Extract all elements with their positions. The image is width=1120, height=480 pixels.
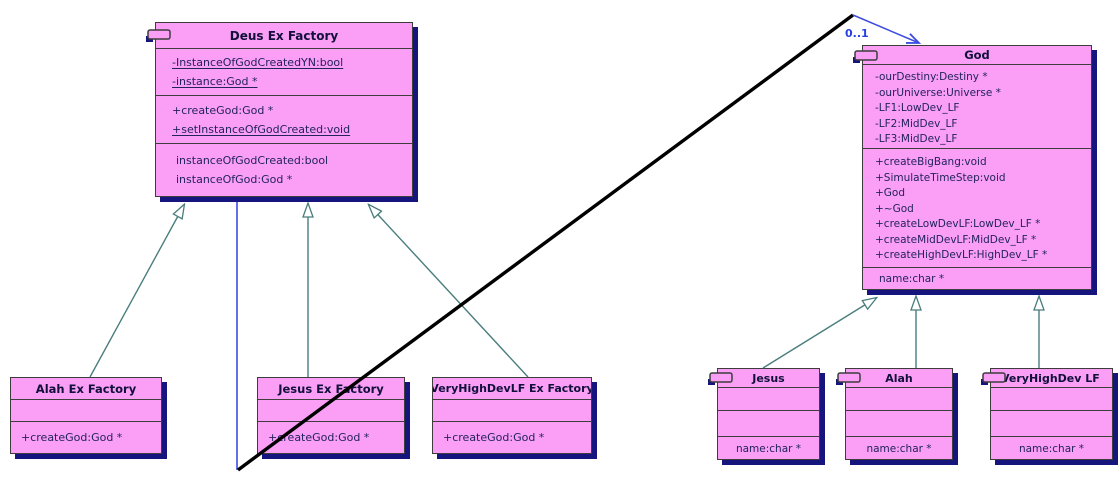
- properties-compartment: name:char *: [718, 437, 819, 458]
- attributes-compartment: [11, 400, 161, 422]
- methods-compartment: [846, 411, 952, 437]
- attribute: -LF3:MidDev_LF: [875, 133, 958, 145]
- method: +createGod:God *: [21, 431, 123, 444]
- property: instanceOfGod:God *: [176, 173, 293, 186]
- properties-compartment: name:char *: [846, 437, 952, 458]
- method: +SimulateTimeStep:void: [875, 171, 1006, 184]
- class-alah[interactable]: Alah name:char *: [836, 368, 953, 460]
- attributes-compartment: [718, 388, 819, 411]
- method: +~God: [875, 202, 914, 215]
- properties-compartment: instanceOfGodCreated:bool instanceOfGod:…: [156, 144, 412, 198]
- class-title: Alah: [846, 369, 952, 388]
- class-icon: [143, 28, 173, 44]
- class-deus-ex-factory[interactable]: Deus Ex Factory -InstanceOfGodCreatedYN:…: [146, 22, 413, 198]
- class-title: VeryHighDev LF: [991, 369, 1112, 388]
- class-icon: [850, 49, 880, 65]
- property: instanceOfGodCreated:bool: [176, 154, 329, 167]
- class-veryhighdevlf-ex-factory[interactable]: VeryHighDevLF Ex Factory +createGod:God …: [432, 377, 592, 454]
- property: name:char *: [735, 443, 802, 455]
- class-god[interactable]: God -ourDestiny:Destiny * -ourUniverse:U…: [853, 45, 1092, 290]
- method: +createBigBang:void: [875, 156, 987, 168]
- method: +createHighDevLF:HighDev_LF *: [875, 249, 1048, 261]
- methods-compartment: [991, 411, 1112, 437]
- properties-compartment: name:char *: [991, 437, 1112, 458]
- class-icon: [978, 371, 1008, 387]
- method: +createGod:God *: [172, 104, 274, 117]
- attribute: -LF2:MidDev_LF: [875, 117, 958, 130]
- class-alah-ex-factory[interactable]: Alah Ex Factory +createGod:God *: [10, 377, 162, 454]
- method: +God: [875, 187, 906, 199]
- attributes-compartment: [991, 388, 1112, 411]
- class-jesus-ex-factory[interactable]: Jesus Ex Factory +createGod:God *: [257, 377, 405, 454]
- attributes-compartment: [258, 400, 404, 422]
- association-multiplicity-label: 0..1: [845, 27, 869, 40]
- methods-compartment: +createGod:God *: [11, 422, 161, 453]
- method: +createGod:God *: [268, 431, 370, 444]
- property: name:char *: [866, 443, 932, 455]
- property: name:char *: [879, 273, 945, 285]
- attributes-compartment: [846, 388, 952, 411]
- attributes-compartment: -ourDestiny:Destiny * -ourUniverse:Unive…: [863, 65, 1091, 149]
- attribute: -InstanceOfGodCreatedYN:bool: [172, 56, 344, 69]
- attributes-compartment: -InstanceOfGodCreatedYN:bool -instance:G…: [156, 49, 412, 96]
- inheritance-alahfactory-to-deus[interactable]: [89, 205, 184, 378]
- class-veryhighdev-lf[interactable]: VeryHighDev LF name:char *: [981, 368, 1113, 460]
- class-jesus[interactable]: Jesus name:char *: [708, 368, 820, 460]
- method: +createLowDevLF:LowDev_LF *: [875, 218, 1041, 230]
- attribute: -ourDestiny:Destiny *: [875, 71, 988, 83]
- class-title: VeryHighDevLF Ex Factory: [433, 378, 591, 400]
- method: +setInstanceOfGodCreated:void: [172, 123, 351, 136]
- attribute: -instance:God *: [172, 75, 258, 88]
- attribute: -LF1:LowDev_LF: [875, 102, 960, 114]
- methods-compartment: +createGod:God *: [433, 422, 591, 453]
- inheritance-vhdfactory-to-deus[interactable]: [369, 205, 529, 378]
- methods-compartment: +createGod:God *: [258, 422, 404, 453]
- class-title: God: [863, 46, 1091, 65]
- property: name:char *: [1018, 443, 1085, 455]
- method: +createMidDevLF:MidDev_LF *: [875, 233, 1037, 246]
- attribute: -ourUniverse:Universe *: [875, 86, 1001, 99]
- methods-compartment: +createGod:God * +setInstanceOfGodCreate…: [156, 96, 412, 144]
- class-title: Deus Ex Factory: [156, 23, 412, 49]
- class-title: Jesus Ex Factory: [258, 378, 404, 400]
- class-title: Alah Ex Factory: [11, 378, 161, 400]
- methods-compartment: [718, 411, 819, 437]
- properties-compartment: name:char *: [863, 268, 1091, 290]
- class-icon: [705, 371, 735, 387]
- method: +createGod:God *: [443, 431, 545, 444]
- methods-compartment: +createBigBang:void +SimulateTimeStep:vo…: [863, 149, 1091, 268]
- attributes-compartment: [433, 400, 591, 422]
- inheritance-jesus-to-god[interactable]: [762, 298, 876, 369]
- class-icon: [833, 371, 863, 387]
